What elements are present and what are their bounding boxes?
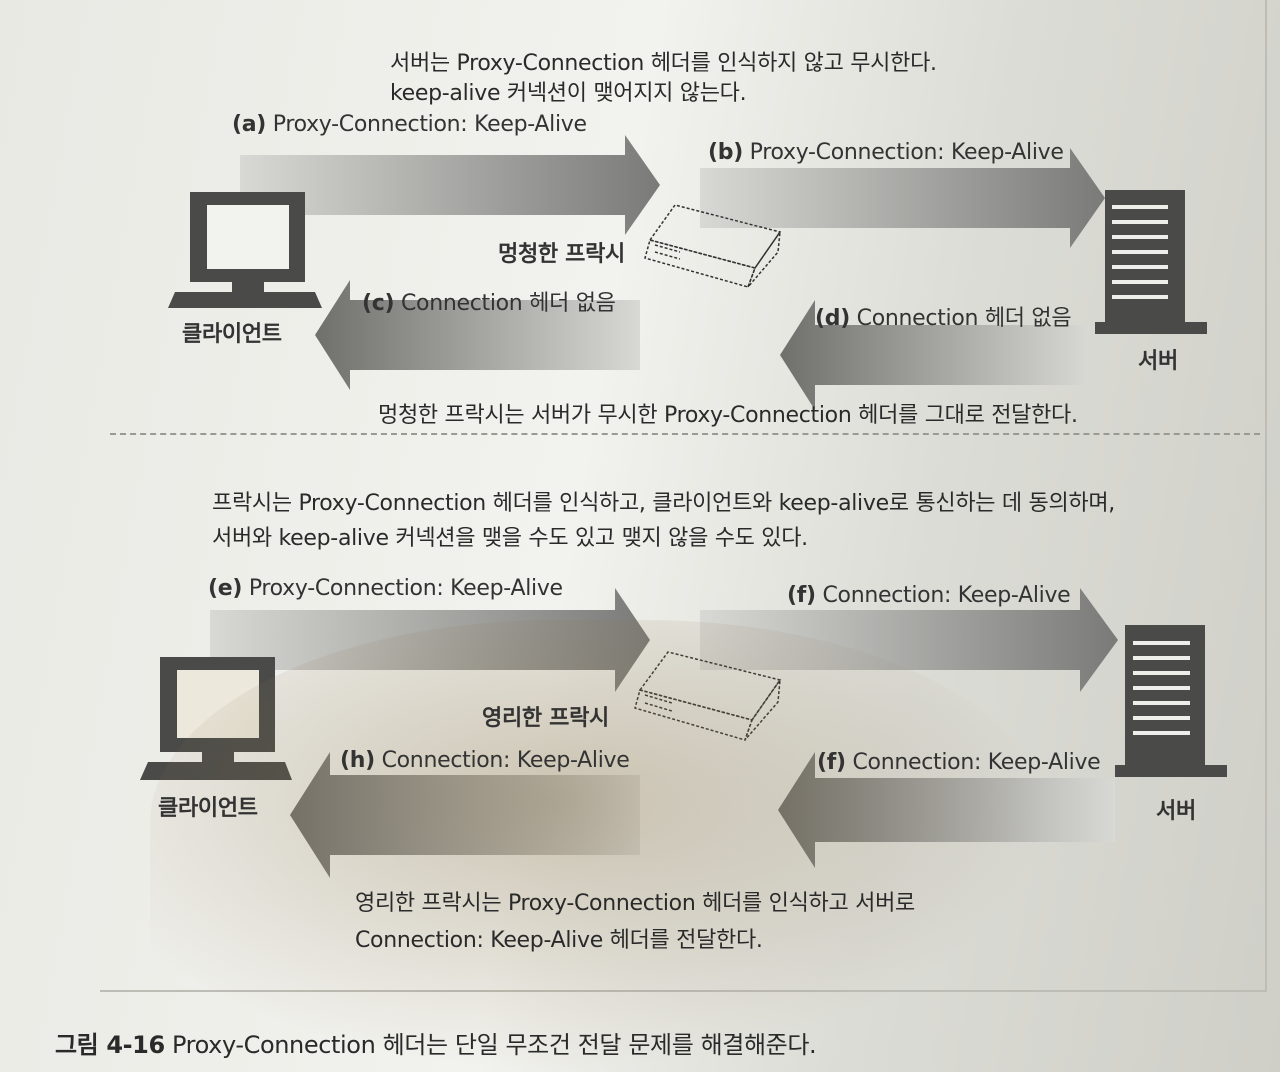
bottom-client-label: 클라이언트 [158,796,258,821]
arrow-d [780,300,1090,410]
bottom-note-line2: 서버와 keep-alive 커넥션을 맺을 수도 있고 맺지 않을 수도 있다… [212,526,808,551]
arrow-h-label: (h) Connection: Keep-Alive [340,748,630,773]
arrow-b-label: (b) Proxy-Connection: Keep-Alive [708,140,1064,165]
dumb-proxy-label: 멍청한 프락시 [498,242,625,267]
server-icon-2 [1115,625,1227,777]
arrow-a-label: (a) Proxy-Connection: Keep-Alive [232,112,587,137]
top-note-line1: 서버는 Proxy-Connection 헤더를 인식하지 않고 무시한다. [390,51,937,76]
bottom-note-end-line2: Connection: Keep-Alive 헤더를 전달한다. [355,928,763,953]
dumb-proxy-box-icon [644,204,782,288]
smart-proxy-label: 영리한 프락시 [482,706,609,731]
arrow-a [240,135,660,235]
section-divider [110,433,1260,435]
bottom-server-label: 서버 [1156,799,1196,824]
bottom-note-end-line1: 영리한 프락시는 Proxy-Connection 헤더를 인식하고 서버로 [355,891,915,916]
arrow-e-label: (e) Proxy-Connection: Keep-Alive [208,576,563,601]
figure-number: 그림 4-16 [55,1031,165,1059]
arrow-c-label: (c) Connection 헤더 없음 [362,291,616,316]
bottom-note-line1: 프락시는 Proxy-Connection 헤더를 인식하고, 클라이언트와 k… [212,491,1116,516]
arrow-f-label: (f) Connection: Keep-Alive [787,583,1071,608]
arrow-f2-label: (f) Connection: Keep-Alive [817,750,1101,775]
top-client-label: 클라이언트 [182,322,282,347]
smart-proxy-box-icon [634,651,782,741]
client-computer-icon [168,192,322,308]
server-icon [1095,190,1207,334]
arrow-b [700,148,1105,248]
figure-frame [100,0,1267,992]
arrow-c [315,280,640,390]
figure-caption: 그림 4-16 Proxy-Connection 헤더는 단일 무조건 전달 문… [55,1025,817,1060]
arrow-f [700,588,1118,692]
client-computer-icon-2 [140,657,292,780]
arrow-h [290,752,640,878]
top-bottom-note: 멍청한 프락시는 서버가 무시한 Proxy-Connection 헤더를 그대… [378,403,1078,428]
arrow-f2 [778,752,1115,868]
arrow-d-label: (d) Connection 헤더 없음 [815,306,1072,331]
top-server-label: 서버 [1138,349,1178,374]
top-note-line2: keep-alive 커넥션이 맺어지지 않는다. [390,81,747,106]
arrow-e [210,588,650,692]
figure-caption-text: Proxy-Connection 헤더는 단일 무조건 전달 문제를 해결해준다… [172,1031,817,1059]
